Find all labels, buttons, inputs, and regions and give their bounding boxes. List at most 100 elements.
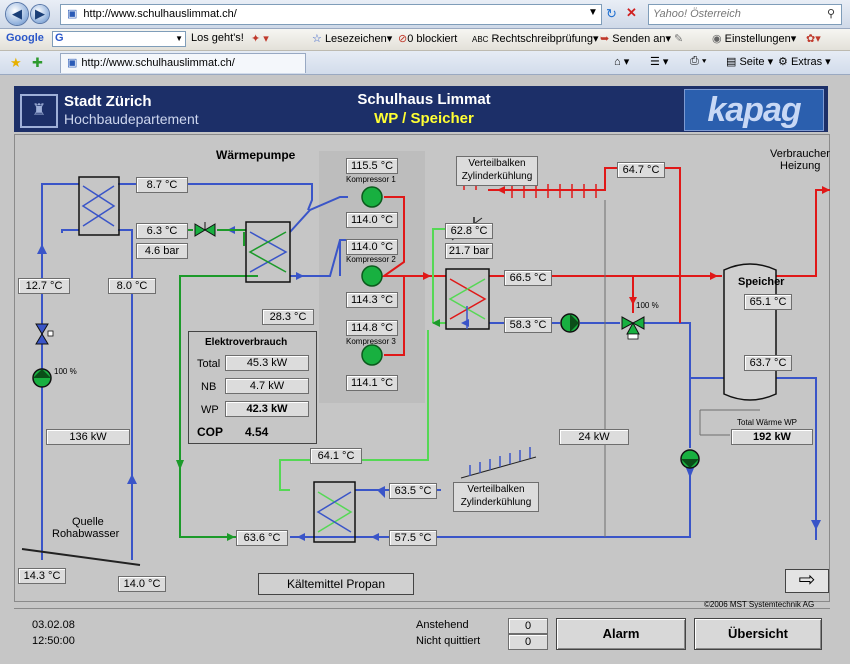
google-toolbar: Google G▼ Los geht's! ✦ ▾ ☆ Lesezeichen▾… [0,29,850,51]
spellcheck-button[interactable]: ABC Rechtschreibprüfung▾ [472,33,599,45]
storage-bottom-temp: 63.7 °C [744,355,792,371]
popup-blocker-button[interactable]: ⊘0 blockiert [398,32,457,45]
add-favorite-icon[interactable]: ✚ [32,55,43,70]
temp-57-5: 57.5 °C [389,530,437,546]
browser-nav-bar: ◀ ▶ ▣http://www.schulhauslimmat.ch/ ▼ ↻ … [0,0,850,29]
extras-menu[interactable]: ⚙ Extras ▾ [778,56,831,68]
page-menu-icon: ▤ [726,56,737,68]
comp3-bottom-temp: 114.1 °C [346,375,398,391]
search-icon[interactable]: ⚲ [826,8,835,20]
tab-schulhauslimmat[interactable]: ▣http://www.schulhauslimmat.ch/ [60,53,306,73]
compressor-1-label: Kompressor 1 [346,175,396,184]
toolbar-tools-icon[interactable]: ✦ ▾ [251,33,269,45]
pressure-4-6: 4.6 bar [136,243,188,259]
heat-exchanger-source [78,176,120,236]
stop-icon[interactable]: ✕ [626,5,637,20]
address-dropdown-icon[interactable]: ▼ [588,7,598,18]
pipe-hot-discharge [380,196,405,356]
address-text: http://www.schulhauslimmat.ch/ [83,8,237,20]
temp-64-1: 64.1 °C [310,448,362,464]
unacknowledged-alarms-count: 0 [508,634,548,650]
copyright-text: ©2006 MST Systemtechnik AG [704,600,815,609]
total-heat-wp-label: Total Wärme WP [737,418,798,427]
favorites-star-icon[interactable]: ★ [10,55,22,70]
send-to-button[interactable]: ➥ Senden an▾ [600,33,672,45]
feeds-icon[interactable]: ☰ ▾ [650,56,669,68]
pipe-refrigerant-left [179,275,258,538]
print-icon[interactable]: ⎙ ▾ [690,55,707,67]
google-search-input[interactable]: G▼ [52,31,186,47]
refrigerant-flow-arrows [176,319,440,541]
refrigerant-button[interactable]: Kältemittel Propan [258,573,414,595]
scada-footer: 03.02.08 12:50:00 Anstehend Nicht quitti… [14,608,830,663]
charge-pump-icon [560,313,580,333]
pipe-cold-out-top [118,183,313,211]
three-way-valve-percent: 100 % [636,301,659,310]
page-icon: ▣ [67,8,78,20]
bookmarks-button[interactable]: ☆ Lesezeichen▾ [312,33,393,45]
temp-28-3: 28.3 °C [262,309,314,325]
heatpump-label: Wärmepumpe [216,148,296,162]
three-way-valve-icon [621,316,645,340]
electro-total-label: Total [197,358,221,370]
gear-icon: ⚙ [778,56,788,68]
page-menu[interactable]: ▤ Seite ▾ [726,56,774,68]
comp2-top-temp: 114.0 °C [346,239,398,255]
scada-header: ♜ Stadt Zürich Hochbaudepartement Schulh… [14,86,828,132]
pending-alarms-label: Anstehend [416,619,469,631]
electro-nb-value: 4.7 kW [225,378,309,394]
power-24: 24 kW [559,429,629,445]
pipe-refrigerant-light [279,330,429,491]
search-input[interactable]: Yahoo! Österreich ⚲ [648,4,842,25]
back-button[interactable]: ◀ [6,3,28,25]
pipe-cold-suction [289,196,348,233]
hot-flow-arrows [423,186,830,305]
address-bar[interactable]: ▣ http://www.schulhauslimmat.ch/ [60,4,602,25]
temp-8-0: 8.0 °C [108,278,156,294]
settings-button[interactable]: ◉ Einstellungen▾ [712,33,797,45]
zurich-coat-of-arms-icon: ♜ [20,94,58,128]
pending-alarms-count: 0 [508,618,548,634]
power-136: 136 kW [46,429,130,445]
overview-button[interactable]: Übersicht [694,618,822,650]
cold-flow-arrows [37,226,821,541]
source-pump-icon [32,368,52,388]
footer-time: 12:50:00 [32,635,75,647]
comp2-bottom-temp: 114.3 °C [346,292,398,308]
pencil-icon[interactable]: ✎ [674,33,684,45]
org-department: Hochbaudepartement [64,111,199,127]
blocked-icon: ⊘ [398,33,408,45]
electro-title: Elektroverbrauch [205,337,288,348]
compressors [361,186,383,366]
cop-value: 4.54 [245,425,269,439]
alarm-button[interactable]: Alarm [556,618,686,650]
settings-icon: ◉ [712,33,722,45]
distributor-2-box: Verteilbalken Zylinderkühlung [453,482,539,512]
comp1-bottom-temp: 114.0 °C [346,212,398,228]
distributor-1-line1: Verteilbalken [468,158,526,169]
scada-content-frame [14,134,830,602]
temp-58-3: 58.3 °C [504,317,552,333]
temp-62-8: 62.8 °C [445,223,493,239]
addon-icon[interactable]: ✿▾ [806,33,821,45]
kapag-logo: kapag [684,89,824,131]
page-icon: ▣ [67,57,78,69]
temp-63-5: 63.5 °C [389,483,437,499]
refresh-icon[interactable]: ↻ [606,6,617,21]
total-heat-wp-value: 192 kW [731,429,813,445]
compressor-2-icon [361,265,383,287]
forward-button[interactable]: ▶ [31,5,49,23]
google-go-button[interactable]: Los geht's! [191,32,244,44]
cold-pipes [41,183,817,560]
settings-label: Einstellungen [724,33,791,45]
pipe-hot-distributor1 [488,167,681,323]
electro-total-value: 45.3 kW [225,355,309,371]
next-page-arrow-icon[interactable]: ⇨ [785,569,829,593]
compressor-2-label: Kompressor 2 [346,255,396,264]
compressor-1-icon [361,186,383,208]
pipe-cold-return [118,229,133,560]
temp-14-0: 14.0 °C [118,576,166,592]
home-icon[interactable]: ⌂ ▾ [614,56,630,68]
heating-pump-icon [680,449,700,469]
page-menu-label: Seite [739,56,765,68]
